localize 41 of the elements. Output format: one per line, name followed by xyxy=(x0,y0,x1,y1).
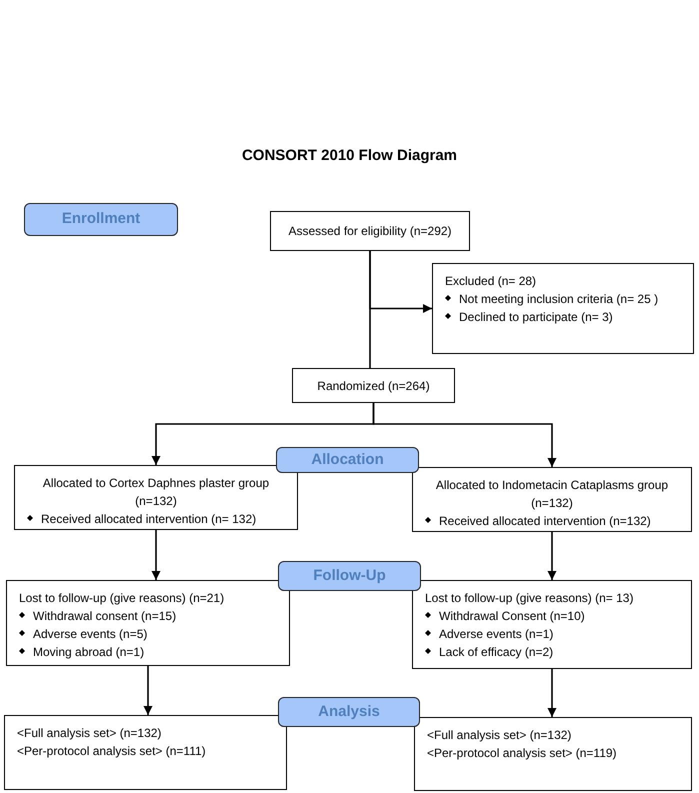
arrow xyxy=(548,669,556,717)
box-text: <Full analysis set> (n=132) xyxy=(427,727,572,744)
process-box xyxy=(270,211,470,251)
arrow xyxy=(152,530,160,580)
box-text: Lost to follow-up (give reasons) (n=21) xyxy=(19,590,226,607)
bullet-text: Withdrawal Consent (n=10) xyxy=(439,608,585,625)
group-box xyxy=(14,465,298,530)
box-text: Lost to follow-up (give reasons) (n= 13) xyxy=(425,590,634,607)
bullet-text: Received allocated intervention (n=132) xyxy=(439,513,651,530)
arrow xyxy=(548,532,556,580)
arrow xyxy=(372,403,556,467)
arrow xyxy=(369,251,432,313)
bullet-text: Lack of efficacy (n=2) xyxy=(439,644,554,661)
box-text: <Per-protocol analysis set> (n=111) xyxy=(17,743,207,760)
exclusion-box xyxy=(432,263,694,354)
box-text: Assessed for eligibility (n=292) xyxy=(288,223,452,240)
stage-label: Analysis xyxy=(278,697,420,727)
box-text: Excluded (n= 28) xyxy=(445,273,538,290)
stage-label: Allocation xyxy=(276,447,419,473)
box-text: Allocated to Cortex Daphnes plaster group (n=132) xyxy=(42,475,270,510)
bullet-text: Declined to participate (n= 3) xyxy=(459,309,613,326)
arrow xyxy=(144,666,152,715)
box-text: <Per-protocol analysis set> (n=119) xyxy=(427,745,618,762)
box-text: Randomized (n=264) xyxy=(317,378,430,394)
bullet-text: Not meeting inclusion criteria (n= 25 ) xyxy=(459,291,658,308)
box-text: <Full analysis set> (n=132) xyxy=(17,725,162,742)
stage-label: Enrollment xyxy=(24,203,178,236)
bullet-text: Adverse events (n=1) xyxy=(439,626,554,643)
follow-up-box xyxy=(6,580,290,666)
diagram-title: CONSORT 2010 Flow Diagram xyxy=(240,146,458,166)
group-box xyxy=(412,467,692,532)
bullet-text: Moving abroad (n=1) xyxy=(33,644,144,661)
analysis-box xyxy=(4,715,287,790)
process-box xyxy=(292,368,455,403)
bullet-text: Adverse events (n=5) xyxy=(33,626,148,643)
box-text: Allocated to Indometacin Cataplasms group (n=132) xyxy=(434,477,670,512)
follow-up-box xyxy=(412,580,692,669)
stage-label: Follow-Up xyxy=(278,561,421,591)
bullet-text: Received allocated intervention (n= 132) xyxy=(41,511,256,528)
bullet-text: Withdrawal consent (n=15) xyxy=(33,608,176,625)
analysis-box xyxy=(414,717,692,791)
